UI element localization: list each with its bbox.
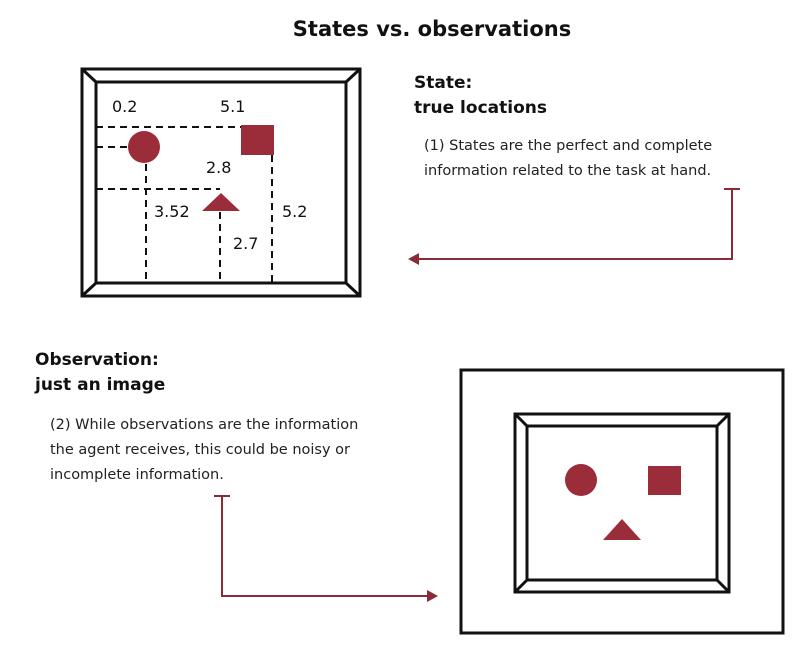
state-frame-bevel	[80, 67, 98, 84]
measurement-label: 5.2	[282, 202, 307, 221]
observation-note: the agent receives, this could be noisy …	[50, 442, 350, 458]
observation-frame-bevel	[715, 578, 731, 594]
state-note: information related to the task at hand.	[424, 163, 711, 179]
observation-frame-outer	[513, 412, 731, 594]
state-subheading: true locations	[414, 98, 547, 118]
observation-frame-inner	[525, 424, 719, 582]
measurement-label: 5.1	[220, 97, 245, 116]
measurement-label: 2.7	[233, 234, 258, 253]
observation-frame-bevel	[513, 578, 529, 594]
observation-panel	[459, 368, 785, 635]
state-square-shape	[241, 125, 274, 155]
measurement-label: 3.52	[154, 202, 190, 221]
state-circle-shape	[128, 131, 160, 163]
observation-triangle-shape	[603, 519, 641, 540]
measurement-label: 2.8	[206, 158, 231, 177]
observation-arrow	[214, 495, 438, 602]
state-frame-outer	[80, 67, 362, 298]
observation-subheading: just an image	[34, 375, 165, 395]
state-frame-bevel	[344, 67, 362, 84]
observation-square-shape	[648, 466, 681, 495]
observation-image-border	[459, 368, 785, 635]
observation-note: (2) While observations are the informati…	[50, 417, 358, 433]
state-frame-inner	[94, 80, 348, 285]
state-heading: State:	[414, 73, 472, 93]
state-arrow	[408, 188, 740, 265]
state-panel: 0.2 5.1 2.8 3.52 5.2 2.7	[80, 67, 362, 298]
state-frame-bevel	[80, 281, 98, 298]
observation-frame-bevel	[513, 412, 529, 428]
measurement-label: 0.2	[112, 97, 137, 116]
observation-circle-shape	[565, 464, 597, 496]
diagram-title: States vs. observations	[293, 17, 571, 41]
observation-frame-bevel	[715, 412, 731, 428]
state-triangle-shape	[202, 193, 240, 211]
state-note: (1) States are the perfect and complete	[424, 138, 712, 154]
state-frame-bevel	[344, 281, 362, 298]
observation-heading: Observation:	[35, 350, 159, 370]
observation-note: incomplete information.	[50, 467, 224, 483]
